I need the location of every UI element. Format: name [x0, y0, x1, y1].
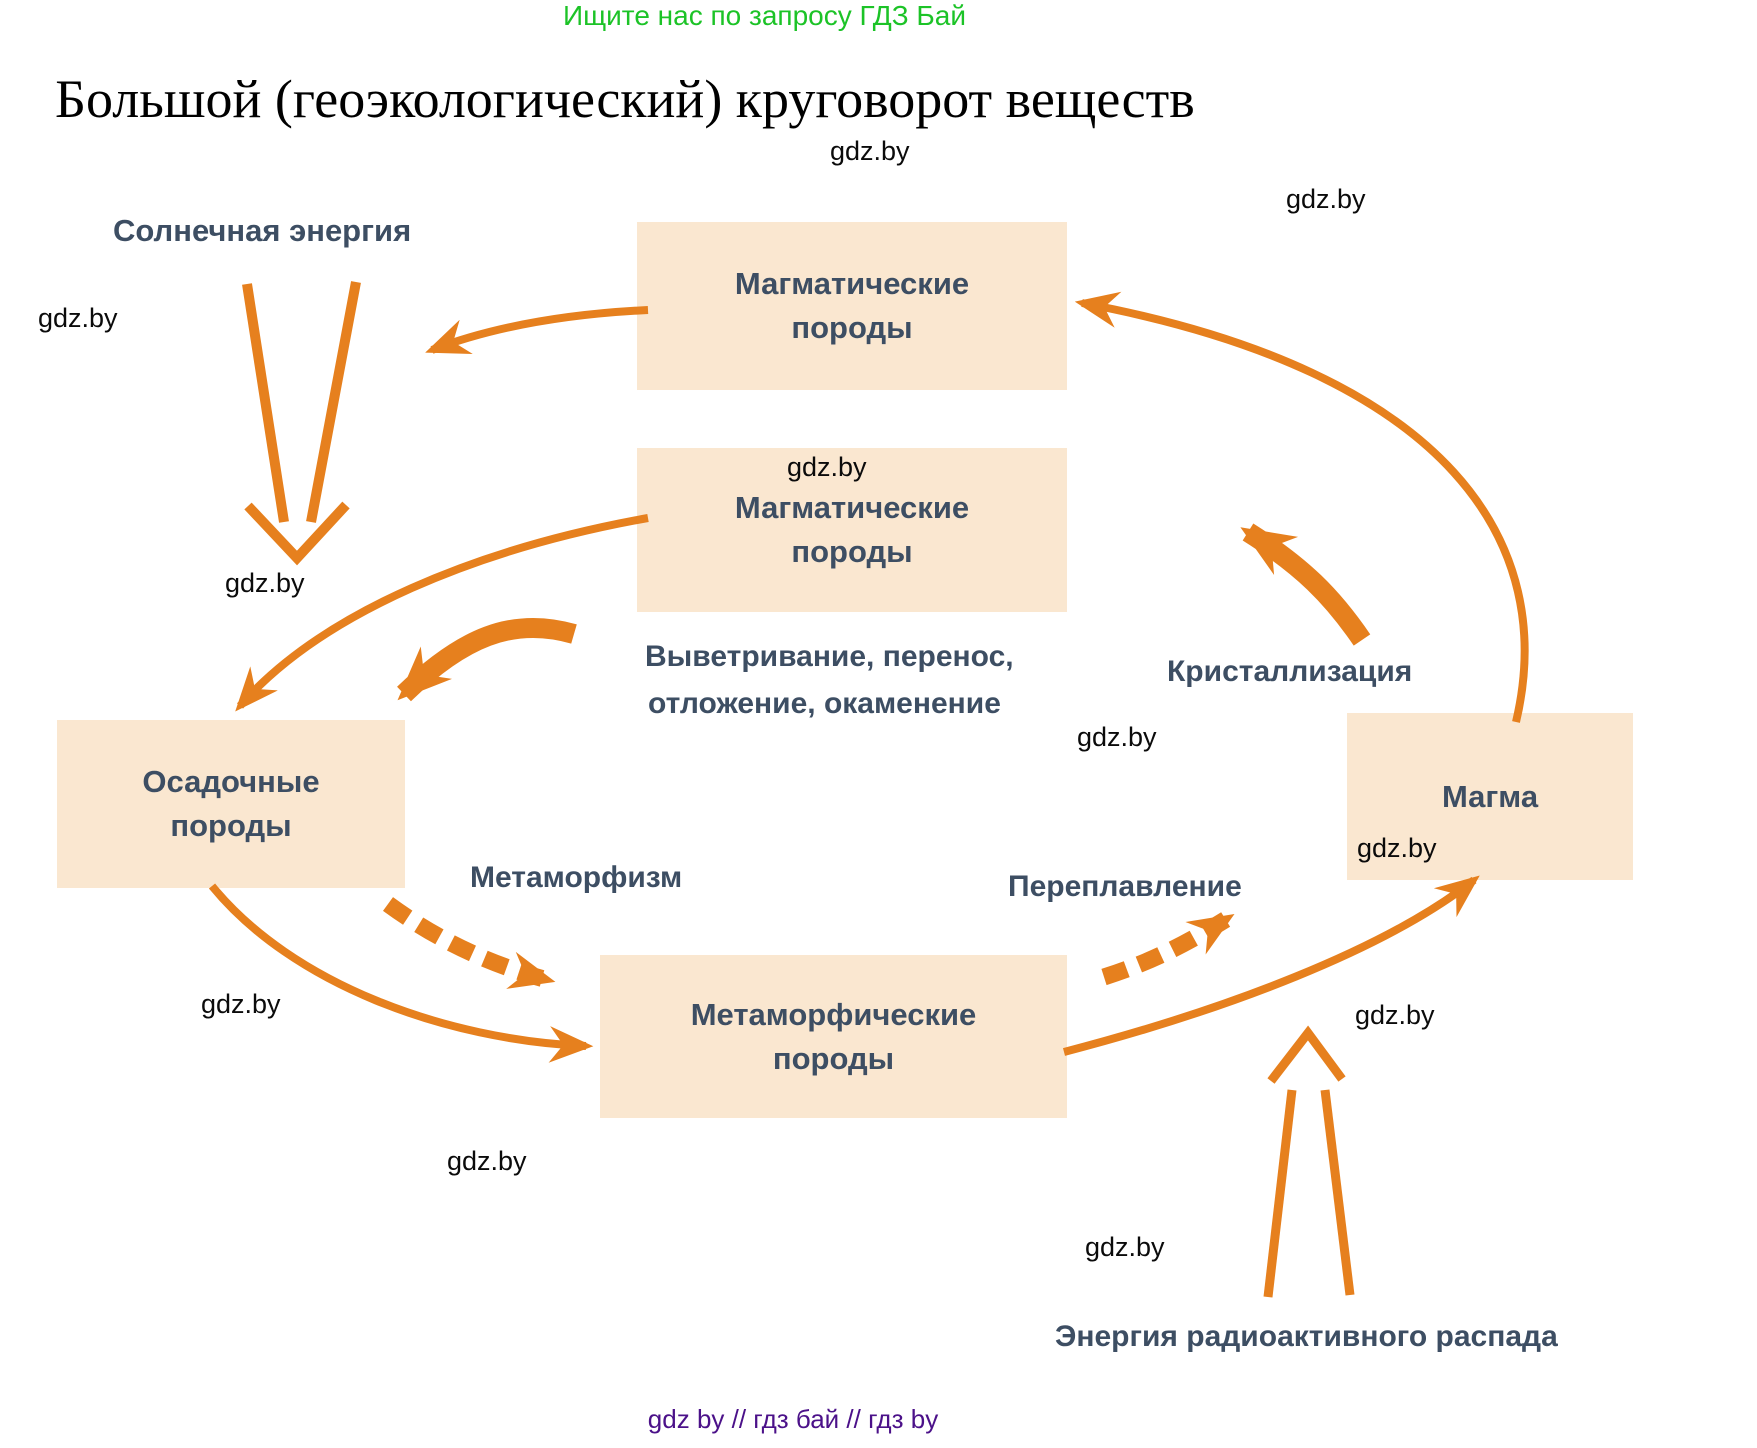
watermark: gdz.by [787, 452, 867, 482]
watermark: gdz.by [225, 568, 305, 598]
watermark: gdz.by [1085, 1232, 1165, 1262]
arrow-weathering-thick [397, 617, 577, 702]
radioactive-arrow-left-leg [1263, 1089, 1297, 1298]
watermark: gdz.by [38, 303, 118, 333]
node-label: Осадочные [142, 764, 320, 799]
watermark: gdz.by [201, 989, 281, 1019]
footer-watermark: gdz by // гдз бай // гдз by [647, 1404, 939, 1434]
node-label: породы [772, 1040, 895, 1076]
solar-arrow-left-leg [242, 283, 289, 523]
arrow-remelting-dashed [1101, 910, 1235, 986]
label-weathering-line2: отложение, окаменение [648, 687, 1001, 720]
radioactive-arrow-head [1267, 1025, 1346, 1084]
node-label: Магматические [734, 490, 970, 525]
node-label: Магма [1441, 778, 1539, 814]
node-metamorphic-rocks: Метаморфические породы [600, 955, 1067, 1118]
label-metamorphism: Метаморфизм [470, 861, 683, 894]
radioactive-arrow-right-leg [1320, 1089, 1355, 1296]
arrow-magma-to-igneous [1074, 291, 1529, 723]
watermark: gdz.by [1286, 184, 1366, 214]
label-crystallization: Кристаллизация [1167, 655, 1413, 688]
arrow-crystallization-thick [1240, 523, 1371, 646]
label-weathering-line1: Выветривание, перенос, [645, 640, 1014, 673]
arrow-sedimentary-to-metamorphic [208, 883, 594, 1063]
node-magma: Магма [1347, 713, 1633, 880]
arrow-metamorphism-dashed [382, 897, 556, 989]
watermark: gdz.by [1355, 1000, 1435, 1030]
node-igneous-rocks-mid: Магматические породы [637, 448, 1067, 612]
arrow-igneous-weathering-out [425, 306, 649, 355]
solar-arrow-head [244, 501, 350, 566]
node-label: породы [170, 808, 292, 843]
arrow-metamorphic-to-magma [1062, 875, 1480, 1056]
solar-arrow-right-leg [306, 281, 361, 523]
watermark: gdz.by [1077, 722, 1157, 752]
node-label: породы [791, 310, 913, 345]
node-label: Магматические [734, 266, 970, 301]
label-remelting: Переплавление [1008, 870, 1242, 903]
watermark: gdz.by [447, 1146, 527, 1176]
node-label: породы [791, 534, 913, 569]
node-sedimentary-rocks: Осадочные породы [57, 720, 405, 888]
watermark: gdz.by [830, 136, 910, 166]
label-radioactive-decay: Энергия радиоактивного распада [1055, 1320, 1558, 1353]
page-title: Большой (геоэкологический) круговорот ве… [55, 69, 1195, 129]
arrow-igneous2-to-sedimentary [235, 514, 649, 712]
node-igneous-rocks-top: Магматические породы [637, 222, 1067, 390]
promo-header: Ищите нас по запросу ГДЗ Бай [563, 0, 967, 31]
node-label: Метаморфические [690, 996, 977, 1032]
watermark: gdz.by [1357, 833, 1437, 863]
label-solar-energy: Солнечная энергия [113, 213, 412, 248]
